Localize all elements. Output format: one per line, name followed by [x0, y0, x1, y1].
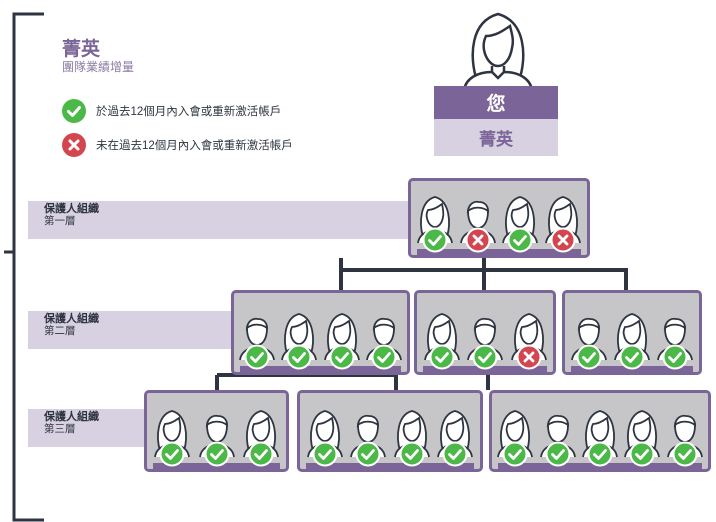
person-female-icon: [306, 407, 344, 467]
check-icon: [329, 344, 355, 370]
check-icon: [429, 344, 454, 370]
person-female-icon: [501, 193, 539, 253]
person-male-icon: [666, 407, 704, 467]
person-male-icon: [466, 310, 504, 370]
check-icon: [286, 344, 312, 370]
member-group-card: [408, 178, 590, 258]
check-icon: [371, 344, 397, 370]
check-icon: [248, 441, 274, 467]
person-female-icon: [393, 407, 431, 467]
legend-label: 未在過去12個月內入會或重新激活帳戶: [96, 140, 293, 152]
member-group-card: [562, 290, 702, 375]
person-female-icon: [416, 193, 454, 253]
member-group-card: [489, 390, 711, 472]
cross-icon: [465, 227, 491, 253]
cross-icon: [62, 133, 86, 157]
member-group-card: [144, 390, 289, 472]
person-female-icon: [153, 407, 191, 467]
cross-icon: [550, 227, 576, 253]
group-base-bar: [498, 463, 702, 472]
check-icon: [629, 441, 655, 467]
person-male-icon: [570, 310, 608, 370]
tier-band-3: [28, 409, 158, 447]
person-female-icon: [510, 310, 548, 370]
legend-item-inactive: 未在過去12個月內入會或重新激活帳戶: [62, 133, 293, 157]
group-base-bar: [153, 463, 280, 472]
check-icon: [619, 344, 645, 370]
person-female-icon: [496, 407, 534, 467]
page-subtitle: 團隊業績增量: [62, 60, 135, 74]
avatar-you: [456, 6, 540, 95]
person-male-icon: [198, 407, 236, 467]
check-icon: [244, 344, 270, 370]
check-icon: [472, 344, 498, 370]
check-icon: [662, 344, 688, 370]
legend-label: 於過去12個月內入會或重新激活帳戶: [96, 106, 282, 118]
member-group-card: [231, 290, 410, 375]
member-group-card: [297, 390, 483, 472]
you-rank: 菁英: [434, 119, 558, 156]
person-female-icon: [581, 407, 619, 467]
group-base-bar: [306, 463, 474, 472]
person-female-icon: [242, 407, 280, 467]
check-icon: [507, 227, 533, 253]
person-female-icon: [280, 310, 318, 370]
check-icon: [672, 441, 698, 467]
check-icon: [442, 441, 468, 467]
person-female-icon: [423, 310, 461, 370]
person-female-icon: [436, 407, 474, 467]
you-label: 您: [434, 86, 558, 119]
group-base-bar: [240, 366, 401, 375]
check-icon: [502, 441, 528, 467]
check-icon: [399, 441, 425, 467]
check-icon: [159, 441, 185, 467]
check-icon: [62, 99, 86, 123]
check-icon: [312, 441, 338, 467]
legend-item-active: 於過去12個月內入會或重新激活帳戶: [62, 99, 281, 123]
person-female-icon: [544, 193, 582, 253]
group-base-bar: [417, 249, 581, 258]
check-icon: [355, 441, 381, 467]
person-male-icon: [349, 407, 387, 467]
group-base-bar: [423, 366, 547, 375]
tier-label-2: 保護人組織第二層: [44, 313, 99, 337]
group-base-bar: [571, 366, 693, 375]
check-icon: [545, 441, 571, 467]
page-title: 菁英: [62, 39, 101, 60]
person-male-icon: [656, 310, 694, 370]
person-male-icon: [459, 193, 497, 253]
check-icon: [587, 441, 613, 467]
cross-icon: [516, 344, 541, 370]
tier-label-3: 保護人組織第三層: [44, 411, 99, 435]
person-male-icon: [539, 407, 577, 467]
person-female-icon: [323, 310, 361, 370]
tier-band-2: [28, 311, 238, 349]
person-female-icon: [613, 310, 651, 370]
check-icon: [576, 344, 602, 370]
person-male-icon: [365, 310, 403, 370]
person-male-icon: [238, 310, 276, 370]
check-icon: [422, 227, 448, 253]
tier-label-1: 保護人組織第一層: [44, 203, 99, 227]
person-female-icon: [623, 407, 661, 467]
member-group-card: [414, 290, 556, 375]
check-icon: [204, 441, 229, 467]
tier-band-1: [28, 201, 414, 239]
